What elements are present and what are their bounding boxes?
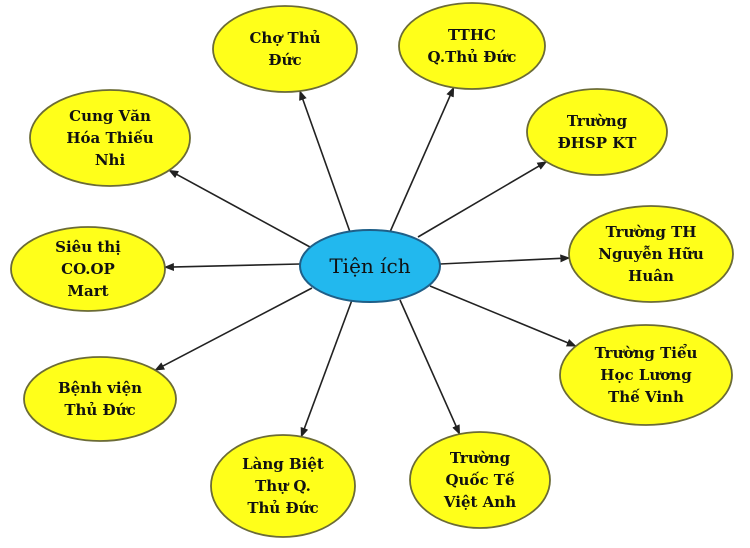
center-node-shape [299, 229, 441, 303]
arrow-truong-tieu-hoc-luong-the-vinh [429, 285, 577, 347]
node-shape-cung-van-hoa-thieu-nhi [29, 89, 191, 187]
node-label-line: Trường [567, 112, 628, 130]
node-label-line: Học Lương [600, 366, 692, 384]
arrow-lang-biet-thu-q-thu-duc [300, 299, 353, 438]
node-label-line: Việt Anh [443, 493, 516, 511]
node-label-line: Cung Văn [69, 107, 151, 125]
node-label-line: Huân [628, 267, 674, 285]
node-label-line: Trường TH [606, 223, 697, 241]
node-label-line: Bệnh viện [58, 379, 142, 397]
node-shape-truong-th-nguyen-huu-huan [568, 205, 734, 303]
node-label-line: Trường [450, 449, 511, 467]
node-shape-lang-biet-thu-q-thu-duc [210, 434, 356, 538]
center-node: Tiện ích [299, 229, 441, 303]
node-label-line: Đức [268, 51, 301, 69]
node-shape-truong-dhsp-kt [526, 88, 668, 176]
arrow-tthc-q-thu-duc [389, 86, 455, 233]
node-label-line: Thủ Đức [64, 401, 135, 419]
node-label-line: CO.OP [61, 260, 115, 278]
node-shape-truong-tieu-hoc-luong-the-vinh [559, 324, 733, 426]
node-label-line: Chợ Thủ [249, 29, 320, 47]
arrow-benh-vien-thu-duc [154, 287, 313, 371]
arrow-truong-dhsp-kt [417, 161, 548, 238]
node-label-line: Q.Thủ Đức [428, 48, 517, 66]
arrow-cho-thu-duc [299, 90, 351, 233]
node-label-line: Thủ Đức [247, 499, 318, 517]
node-label-line: Siêu thị [55, 238, 121, 256]
node-shape-benh-vien-thu-duc [23, 356, 177, 442]
center-node-label: Tiện ích [329, 254, 410, 278]
node-label-line: Nhi [95, 151, 126, 169]
node-label-line: Làng Biệt [242, 455, 324, 473]
node-tthc-q-thu-duc: TTHC Q.Thủ Đức [398, 2, 546, 90]
node-label-line: TTHC [448, 26, 496, 44]
node-shape-tthc-q-thu-duc [398, 2, 546, 90]
node-label-line: Hóa Thiếu [66, 129, 153, 147]
node-label-line: Thế Vinh [608, 388, 684, 406]
arrow-cung-van-hoa-thieu-nhi [168, 169, 311, 248]
arrow-truong-th-nguyen-huu-huan [439, 254, 571, 265]
node-label-line: Trường Tiểu [595, 344, 698, 362]
connector-group [154, 86, 577, 438]
node-shape-cho-thu-duc [212, 5, 358, 93]
node-shape-sieu-thi-coop-mart [10, 226, 166, 312]
node-label-line: Nguyễn Hữu [598, 245, 704, 263]
arrow-sieu-thi-coop-mart [163, 262, 301, 271]
node-label-line: Mart [67, 282, 108, 300]
node-label-line: Thự Q. [255, 477, 311, 495]
node-label-line: Quốc Tế [445, 471, 514, 489]
arrow-truong-quoc-te-viet-anh [399, 299, 461, 436]
node-shape-truong-quoc-te-viet-anh [409, 431, 551, 529]
node-label-line: ĐHSP KT [558, 134, 638, 152]
